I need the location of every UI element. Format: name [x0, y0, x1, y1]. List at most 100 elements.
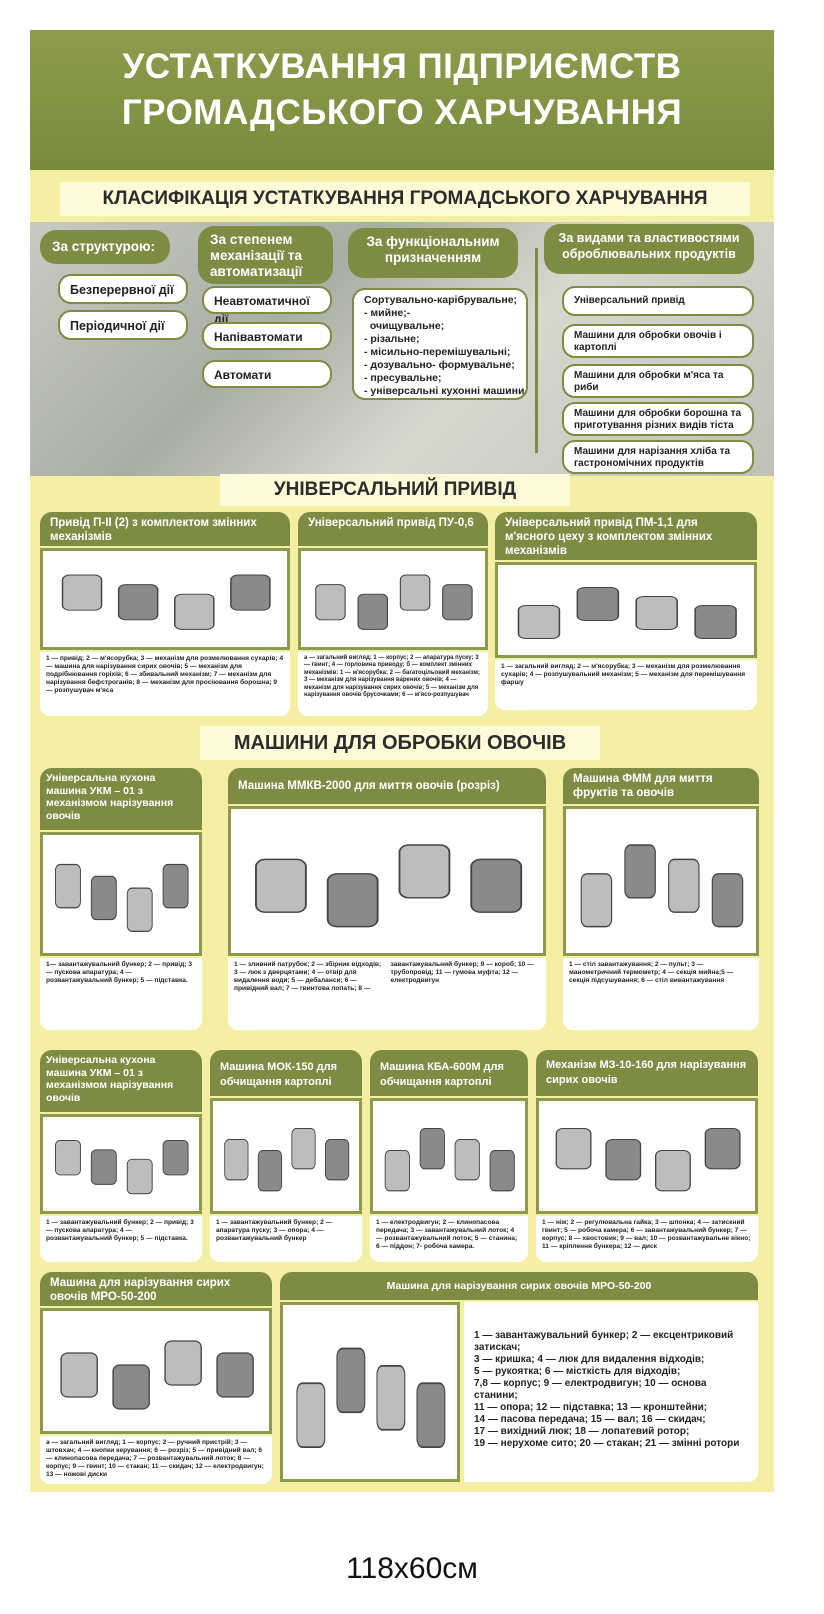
card-title: Універсальна кухона машина УКМ – 01 з ме… — [40, 768, 202, 830]
card-caption: а — загальний вигляд: 1 — корпус; 2 — ап… — [298, 652, 488, 716]
card-mok150: Машина МОК-150 для обчищання картоплі 1 … — [210, 1050, 362, 1262]
structure-item: Періодичної дії — [58, 310, 188, 340]
title-band: УСТАТКУВАННЯ ПІДПРИЄМСТВ ГРОМАДСЬКОГО ХА… — [30, 30, 774, 170]
machine-part — [580, 873, 613, 928]
machine-part — [635, 596, 678, 630]
machine-part — [55, 1140, 81, 1176]
machine-part — [416, 1382, 446, 1448]
mechanization-item: Автомати — [202, 360, 332, 388]
card-title: Універсальний привід ПМ-1,1 для м'ясного… — [495, 512, 757, 560]
card-title: Привід П-ІІ (2) з комплектом змінних мех… — [40, 512, 290, 546]
machine-part — [296, 1382, 326, 1448]
machine-part — [324, 1138, 350, 1181]
structure-label: За структурою: — [40, 230, 170, 264]
mechanization-item: Неавтоматичної дії — [202, 286, 332, 326]
equipment-illustration — [40, 832, 202, 956]
machine-part — [162, 1140, 189, 1176]
caption-line: 11 — опора; 12 — підставка; 13 — кронште… — [474, 1402, 708, 1413]
machine-part — [376, 1365, 406, 1431]
function-item: - місильно-перемішувальні; — [364, 346, 511, 358]
mechanization-label: За степенем механізації та автоматизації — [198, 226, 333, 284]
card-caption: 1 — завантажувальний бункер; 2 — апарату… — [210, 1216, 362, 1262]
card-caption: 1 — ніж; 2 — регулювальна гайка; 3 — шпо… — [536, 1216, 758, 1262]
caption-line: 14 — пасова передача; 15 — вал; 16 — ски… — [474, 1414, 706, 1425]
machine-part — [117, 584, 159, 621]
machine-part — [711, 873, 744, 928]
machine-part — [326, 873, 379, 928]
machine-part — [90, 875, 117, 921]
function-item: - пресувальне; — [364, 372, 442, 384]
machine-part — [470, 858, 523, 913]
machine-drawing — [55, 1140, 189, 1195]
caption-line: 17 — вихідний люк; 18 — лопатевий ротор; — [474, 1426, 690, 1437]
card-caption: 1 — завантажувальний бункер; 2 — ексцент… — [464, 1302, 758, 1482]
machine-part — [654, 1149, 691, 1192]
size-label: 118x60см — [346, 1552, 478, 1585]
machine-part — [255, 858, 307, 913]
machine-part — [442, 584, 473, 621]
classification-heading: КЛАСИФІКАЦІЯ УСТАТКУВАННЯ ГРОМАДСЬКОГО Х… — [60, 182, 750, 216]
machine-drawing — [255, 844, 523, 928]
card-drive-pu06: Універсальний привід ПУ-0,6 а — загальни… — [298, 512, 488, 716]
mechanization-item: Напівавтомати — [202, 322, 332, 350]
machine-part — [605, 1138, 642, 1181]
equipment-illustration — [563, 806, 759, 956]
machine-part — [624, 844, 656, 899]
function-item: - дозувально- формувальне; — [364, 359, 515, 371]
card-title: Машина КБА-600М для обчищання картоплі — [370, 1050, 528, 1096]
machine-drawing — [555, 1127, 741, 1192]
machine-part — [668, 858, 700, 913]
machine-part — [174, 593, 215, 630]
section-heading-vegetables: МАШИНИ ДЛЯ ОБРОБКИ ОВОЧІВ — [200, 726, 600, 760]
machine-drawing — [517, 587, 737, 639]
structure-item: Безперервної дії — [58, 274, 188, 304]
machine-part — [517, 605, 561, 639]
machine-part — [704, 1127, 741, 1170]
equipment-illustration — [280, 1302, 460, 1482]
equipment-illustration — [536, 1098, 758, 1214]
machine-part — [126, 1158, 153, 1195]
machine-drawing — [384, 1127, 515, 1192]
card-caption: а — загальний вигляд; 1 — корпус; 2 — ру… — [40, 1436, 272, 1484]
machine-drawing — [296, 1347, 446, 1448]
machine-part — [384, 1149, 410, 1192]
caption-line: 1 — завантажувальний бункер; 2 — ексцент… — [474, 1330, 734, 1353]
card-title: Універсальний привід ПУ-0,6 — [298, 512, 488, 546]
card-caption: 1 — зливний патрубок; 2 — збірник відход… — [228, 958, 546, 1030]
poster: УСТАТКУВАННЯ ПІДПРИЄМСТВ ГРОМАДСЬКОГО ХА… — [30, 30, 774, 1492]
machine-part — [162, 863, 189, 909]
products-label: За видами та властивостями оброблювальни… — [544, 224, 754, 274]
equipment-illustration — [40, 1114, 202, 1214]
products-item: Універсальний привід — [562, 286, 754, 316]
function-item: - універсальні кухонні машини — [364, 385, 525, 397]
card-title: Механізм МЗ-10-160 для нарізування сирих… — [536, 1050, 758, 1096]
machine-part — [60, 1352, 98, 1398]
card-kba600m: Машина КБА-600М для обчищання картоплі 1… — [370, 1050, 528, 1262]
machine-part — [694, 605, 737, 639]
card-caption: 1 — привід; 2 — м'ясорубка; 3 — механізм… — [40, 652, 290, 716]
card-drive-p2: Привід П-ІІ (2) з комплектом змінних мех… — [40, 512, 290, 716]
machine-drawing — [60, 1340, 254, 1410]
function-item: Сортувально-карібрувальне; — [364, 294, 518, 306]
card-caption: 1 — загальний вигляд; 2 — м'ясорубка; 3 … — [495, 660, 757, 710]
card-mz10160: Механізм МЗ-10-160 для нарізування сирих… — [536, 1050, 758, 1262]
equipment-illustration — [210, 1098, 362, 1214]
machine-drawing — [224, 1127, 350, 1192]
machine-part — [230, 574, 271, 611]
machine-part — [90, 1149, 117, 1185]
machine-drawing — [580, 844, 744, 928]
function-item: очищувальне; — [364, 320, 445, 332]
machine-part — [112, 1364, 150, 1410]
card-caption: 1 — електродвигун; 2 — клинопасова перед… — [370, 1216, 528, 1262]
card-title: Універсальна кухона машина УКМ – 01 з ме… — [40, 1050, 202, 1112]
connector-line — [535, 248, 538, 453]
products-item: Машини для обробки борошна та приготуван… — [562, 402, 754, 436]
machine-part — [126, 887, 153, 932]
equipment-illustration — [495, 562, 757, 658]
card-drive-pm11: Універсальний привід ПМ-1,1 для м'ясного… — [495, 512, 757, 716]
machine-part — [216, 1352, 254, 1398]
card-caption: 1 — стіл завантажування; 2 — пульт; 3 — … — [563, 958, 759, 1030]
machine-part — [336, 1347, 366, 1414]
equipment-illustration — [40, 548, 290, 650]
machine-part — [399, 574, 431, 611]
